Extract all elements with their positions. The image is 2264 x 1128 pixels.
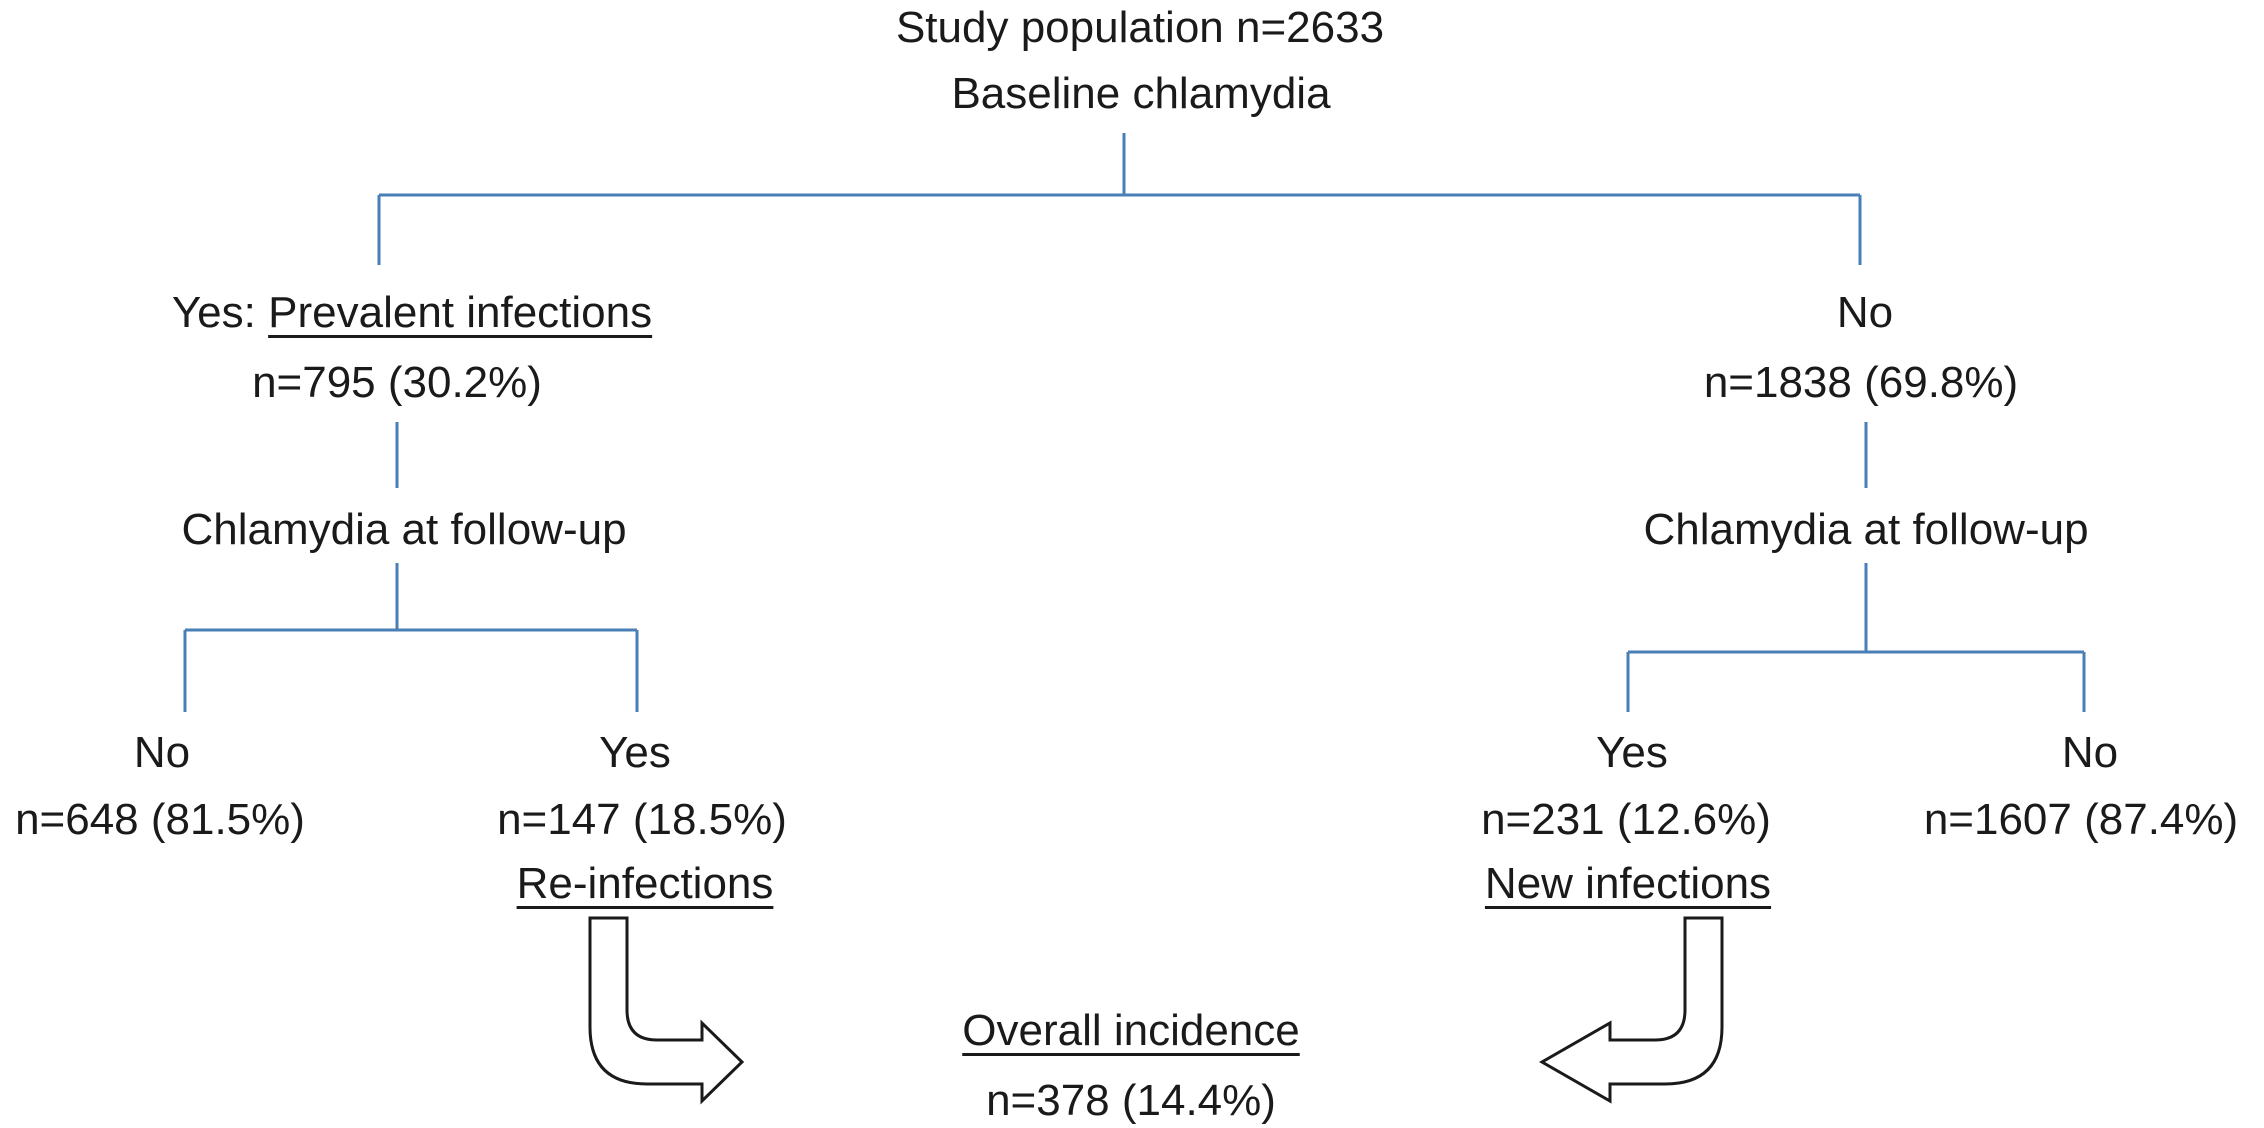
root-subtitle: Baseline chlamydia — [951, 69, 1331, 118]
left-curved-arrow — [588, 916, 745, 1105]
re-infections-label: Re-infections — [516, 859, 774, 908]
right-no-label: No — [2061, 728, 2119, 777]
right-no-count: n=1607 (87.4%) — [1923, 795, 2239, 844]
prevalent-infections-label: Prevalent infections — [268, 288, 653, 337]
right-yes-label: Yes — [1596, 728, 1668, 777]
left-branch-heading: Yes: Prevalent infections — [172, 291, 652, 335]
left-yes-label: Yes — [599, 728, 671, 777]
left-branch-prefix: Yes: — [171, 288, 256, 337]
root-title: Study population n=2633 — [895, 3, 1385, 52]
right-yes-count: n=231 (12.6%) — [1481, 795, 1771, 844]
new-infections-label: New infections — [1484, 859, 1772, 908]
left-followup-label: Chlamydia at follow-up — [181, 505, 627, 554]
left-no-label: No — [133, 728, 191, 777]
left-no-count: n=648 (81.5%) — [15, 795, 305, 844]
left-yes-count: n=147 (18.5%) — [497, 795, 787, 844]
overall-incidence-count: n=378 (14.4%) — [986, 1076, 1276, 1125]
right-followup-label: Chlamydia at follow-up — [1643, 505, 2089, 554]
overall-incidence-label: Overall incidence — [962, 1006, 1300, 1055]
left-branch-count: n=795 (30.2%) — [252, 358, 542, 407]
right-curved-arrow — [1538, 916, 1724, 1104]
right-branch-label: No — [1836, 288, 1894, 337]
right-branch-count: n=1838 (69.8%) — [1703, 358, 2019, 407]
